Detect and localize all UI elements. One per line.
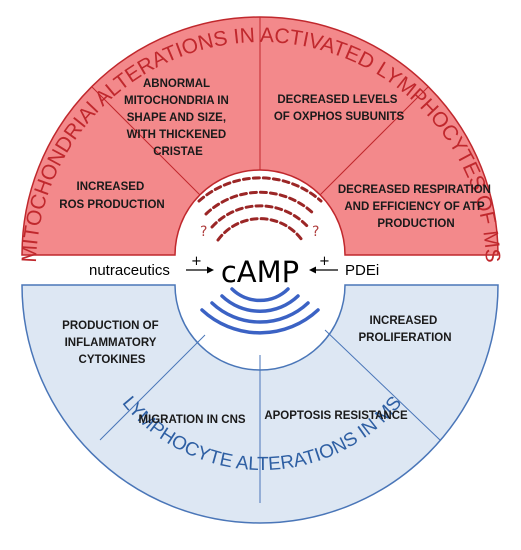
- ros-line: ROS PRODUCTION: [59, 199, 164, 211]
- right-arrow-head: [309, 266, 316, 274]
- morphology-line: MITOCHONDRIA IN: [124, 95, 229, 107]
- bottom-divider-left: [99, 334, 206, 441]
- morphology-line: ABNORMAL: [143, 78, 210, 90]
- oxphos-line: DECREASED LEVELS: [277, 94, 397, 106]
- proliferation-line: PROLIFERATION: [358, 332, 451, 344]
- blue-arc: [210, 301, 310, 324]
- left-plus-sign: +: [191, 254, 202, 269]
- oxphos-text: DECREASED LEVELS OF OXPHOS SUBUNITS: [274, 94, 405, 123]
- question-mark-left: ?: [200, 224, 207, 240]
- top-divider-left: [91, 86, 201, 196]
- morphology-line: WITH THICKENED: [127, 129, 227, 141]
- blue-arc: [230, 287, 290, 303]
- morphology-line: SHAPE AND SIZE,: [127, 112, 226, 124]
- top-divider-right: [319, 86, 429, 196]
- respiration-line: DECREASED RESPIRATION: [338, 184, 491, 196]
- respiration-line: AND EFFICIENCY OF ATP: [344, 201, 485, 213]
- oxphos-line: OF OXPHOS SUBUNITS: [274, 111, 405, 123]
- camp-label: cAMP: [221, 255, 299, 289]
- red-dashed-arc: [204, 190, 316, 216]
- proliferation-text: INCREASED PROLIFERATION: [358, 315, 451, 344]
- respiration-text: DECREASED RESPIRATION AND EFFICIENCY OF …: [338, 184, 494, 230]
- nutraceutics-label: nutraceutics: [89, 262, 170, 279]
- red-dashed-arc: [197, 176, 323, 203]
- question-mark-right: ?: [312, 224, 319, 240]
- left-arrow-head: [207, 266, 214, 274]
- respiration-line: PRODUCTION: [377, 218, 454, 230]
- apoptosis-line: APOPTOSIS RESISTANCE: [264, 410, 408, 422]
- red-dashed-arc: [210, 204, 310, 229]
- ros-text: INCREASED ROS PRODUCTION: [59, 181, 164, 211]
- proliferation-line: INCREASED: [370, 315, 438, 327]
- cytokines-line: INFLAMMATORY: [65, 337, 157, 349]
- blue-arcs: [200, 287, 320, 335]
- red-dashed-arcs: [197, 176, 323, 242]
- cytokines-text: PRODUCTION OF INFLAMMATORY CYTOKINES: [62, 320, 162, 366]
- right-plus-sign: +: [319, 254, 330, 269]
- cytokines-line: CYTOKINES: [79, 354, 146, 366]
- ros-line: INCREASED: [77, 181, 145, 193]
- blue-arc: [200, 308, 320, 335]
- morphology-line: CRISTAE: [153, 146, 203, 158]
- blue-arc: [220, 294, 300, 313]
- cytokines-line: PRODUCTION OF: [62, 320, 158, 332]
- red-dashed-arc: [216, 217, 304, 242]
- morphology-text: ABNORMAL MITOCHONDRIA IN SHAPE AND SIZE,…: [124, 78, 232, 158]
- bottom-divider-right: [324, 329, 441, 441]
- apoptosis-text: APOPTOSIS RESISTANCE: [264, 410, 408, 422]
- pdei-label: PDEi: [345, 262, 379, 279]
- migration-line: MIGRATION IN CNS: [138, 414, 245, 426]
- migration-text: MIGRATION IN CNS: [138, 414, 245, 426]
